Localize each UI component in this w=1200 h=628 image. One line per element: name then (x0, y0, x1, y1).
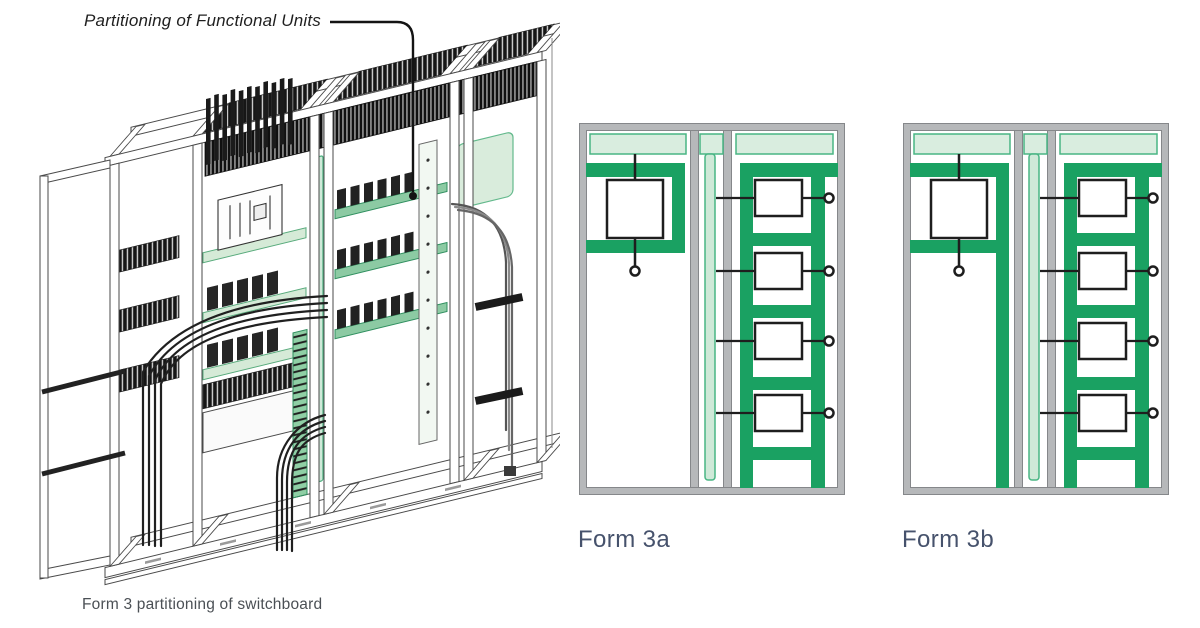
cable-terminal (823, 192, 835, 204)
cable-terminal (823, 335, 835, 347)
outgoing-partition-side (1135, 163, 1149, 488)
outgoing-unit (753, 321, 804, 361)
callout-label: Partitioning of Functional Units (84, 11, 321, 30)
outgoing-partition-side (811, 163, 825, 488)
form-3a-diagram (579, 123, 845, 495)
incoming-unit (929, 178, 989, 240)
cabinet-frame (104, 19, 560, 586)
cable-tie-bracket (474, 387, 524, 405)
cables-right (450, 202, 524, 476)
outgoing-partition-rung (1064, 447, 1149, 460)
outgoing-unit (753, 178, 804, 218)
incoming-partition-side (996, 163, 1009, 488)
side-rail (41, 368, 126, 395)
busbar-zone (913, 133, 1011, 155)
outgoing-partition-rung (740, 305, 825, 318)
busbar-zone (589, 133, 687, 155)
perforated-upright (418, 139, 438, 445)
outgoing-partition-rung (1064, 377, 1149, 390)
cable-tie-bracket (474, 293, 524, 311)
cable-terminal (1147, 407, 1159, 419)
form-3a-caption: Form 3a (578, 526, 671, 553)
section-wall (690, 130, 699, 488)
outgoing-unit (1077, 321, 1128, 361)
cableway-strip (704, 153, 716, 481)
cable-end (504, 466, 516, 476)
outgoing-partition-rung (740, 377, 825, 390)
section-wall (1047, 130, 1056, 488)
section-wall (723, 130, 732, 488)
callout-line (330, 20, 417, 200)
outgoing-unit (753, 393, 804, 433)
cable-terminal (823, 407, 835, 419)
cable-ladder (292, 328, 308, 499)
outgoing-partition-rung (1064, 233, 1149, 246)
form-3b-diagram (903, 123, 1169, 495)
cables-left (141, 294, 329, 553)
left-end-frame (39, 159, 126, 580)
cable-terminal (823, 265, 835, 277)
cable-terminal (1147, 265, 1159, 277)
outgoing-partition-rung (740, 447, 825, 460)
outgoing-partition-trunk (1064, 163, 1077, 488)
frame-posts (109, 58, 547, 567)
outgoing-unit (1077, 178, 1128, 218)
base-frame (104, 429, 560, 586)
busbar-zone (1059, 133, 1158, 155)
air-circuit-breaker (217, 183, 283, 251)
outgoing-unit (1077, 393, 1128, 433)
cable-terminal (1147, 192, 1159, 204)
figure-caption: Form 3 partitioning of switchboard (82, 596, 323, 613)
section-wall (1014, 130, 1023, 488)
cable-terminal (1147, 335, 1159, 347)
outgoing-partition-rung (1064, 305, 1149, 318)
switchboard-isometric-drawing (39, 19, 560, 586)
outgoing-partition-trunk (740, 163, 753, 488)
cable-terminal (953, 265, 965, 277)
outgoing-partition-rung (740, 233, 825, 246)
busbar-zone (735, 133, 834, 155)
form-3b-caption: Form 3b (902, 526, 995, 553)
cableway-strip (1028, 153, 1040, 481)
side-rail (41, 450, 126, 477)
busbar-zone (1023, 133, 1048, 155)
outgoing-unit (1077, 251, 1128, 291)
enclosure-frame (579, 123, 845, 495)
incoming-partition-side (672, 163, 685, 252)
outgoing-unit (753, 251, 804, 291)
cable-terminal (629, 265, 641, 277)
incoming-unit (605, 178, 665, 240)
enclosure-frame (903, 123, 1169, 495)
incoming-partition-bottom (910, 240, 996, 253)
busbar-zone (699, 133, 724, 155)
